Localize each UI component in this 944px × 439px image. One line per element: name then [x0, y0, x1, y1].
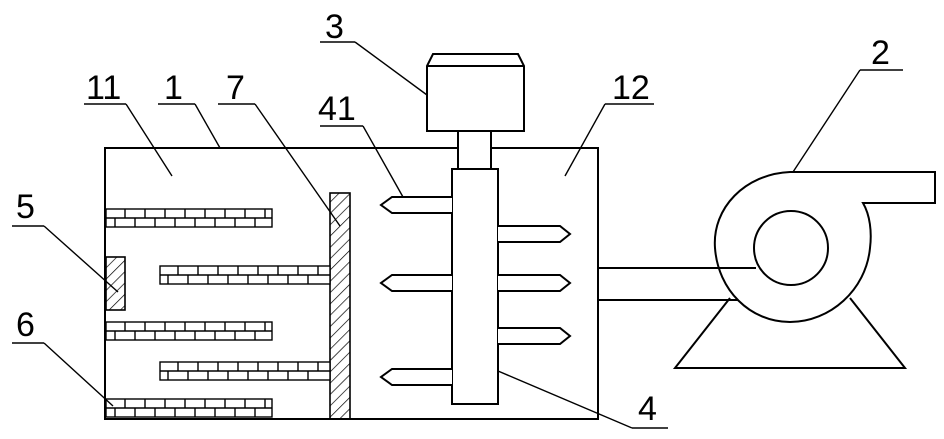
part-2-blower — [598, 171, 936, 369]
part-5-block — [105, 256, 126, 311]
brick-shelf — [105, 321, 273, 341]
label-41: 41 — [318, 90, 356, 128]
brick-shelf-part-6 — [105, 398, 273, 418]
brick-shelf — [159, 265, 331, 285]
part-41-blade — [379, 196, 452, 214]
motor-shaft — [457, 130, 492, 173]
label-7: 7 — [226, 69, 245, 107]
brick-shelf — [105, 208, 273, 228]
blade — [379, 274, 452, 292]
blade — [379, 368, 452, 386]
label-6: 6 — [16, 306, 35, 344]
label-11: 11 — [86, 69, 121, 107]
label-12: 12 — [612, 69, 650, 107]
label-1: 1 — [164, 69, 183, 107]
label-2: 2 — [871, 34, 890, 72]
main-housing — [104, 147, 599, 420]
part-4-shaft — [451, 168, 499, 405]
label-5: 5 — [16, 188, 35, 226]
part-7-plate — [329, 192, 351, 420]
brick-shelf — [159, 361, 331, 381]
blade — [498, 274, 572, 292]
label-3: 3 — [325, 8, 344, 46]
blade — [498, 225, 572, 243]
blade — [498, 327, 572, 345]
leader-lines — [12, 41, 903, 429]
label-4: 4 — [638, 390, 657, 428]
